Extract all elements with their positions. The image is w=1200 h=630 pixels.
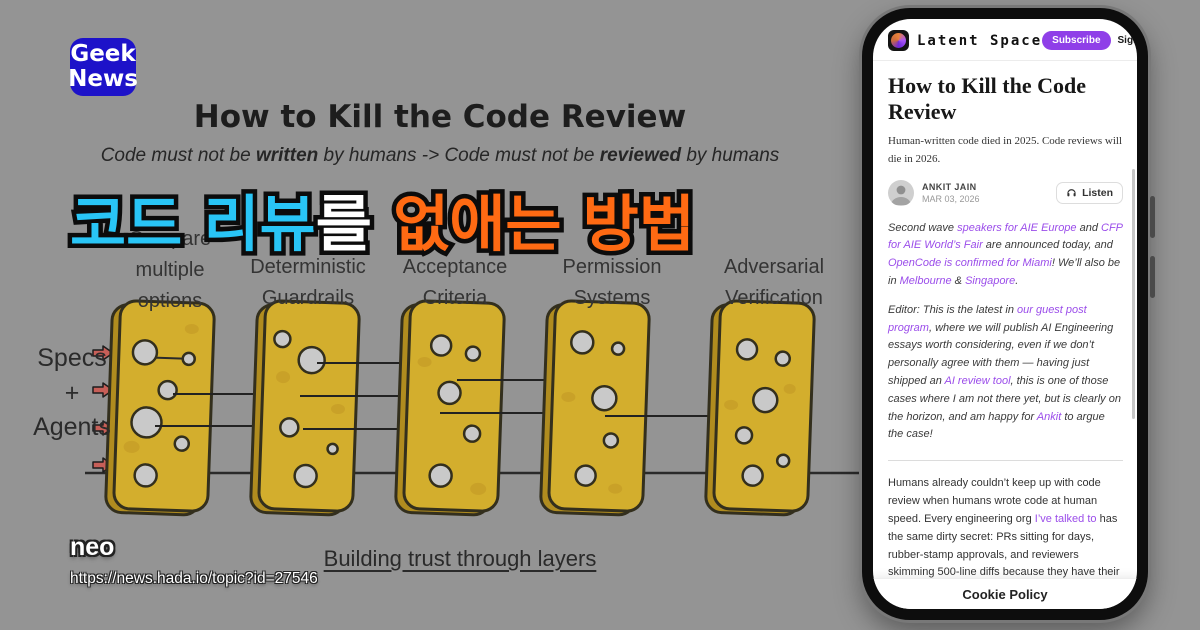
side-label-line: Agents xyxy=(33,413,111,441)
column-label-4: Permission Systems xyxy=(522,252,702,314)
column-label-2: Deterministic Guardrails xyxy=(218,252,398,314)
text-run: by humans -> Code must not be xyxy=(318,145,600,166)
inline-link[interactable]: AI review tool xyxy=(944,375,1011,388)
author-name: ANKIT JAIN xyxy=(922,181,977,192)
scrollbar[interactable] xyxy=(1132,169,1135,419)
geeknews-logo-line2: News xyxy=(68,66,138,92)
column-label-line: Acceptance xyxy=(402,256,508,278)
inline-link[interactable]: speakers for AIE Europe xyxy=(957,221,1077,234)
byline-meta: ANKIT JAIN MAR 03, 2026 xyxy=(922,182,980,204)
article-subtitle: Human-written code died in 2025. Code re… xyxy=(888,134,1123,165)
cookie-policy-link[interactable]: Cookie Policy xyxy=(873,578,1137,609)
diagram-subtitle: Code must not be written by humans -> Co… xyxy=(0,145,880,167)
column-label-line: Adversarial xyxy=(723,256,825,278)
credit-author: neo xyxy=(70,533,115,561)
side-label-specs-agents: Specs + Agents xyxy=(14,341,130,445)
geeknews-logo: Geek News xyxy=(68,38,138,96)
text-run: to argue the case! xyxy=(888,410,1105,441)
column-label-line: options xyxy=(137,290,203,312)
inline-link[interactable]: I’ve talked to xyxy=(1034,512,1097,525)
substack-header: Latent Space Subscribe Sign in xyxy=(873,19,1137,61)
credit-url[interactable]: https://news.hada.io/topic?id=27546 xyxy=(70,570,318,587)
column-label-1: Compare multiple options xyxy=(80,224,260,317)
logo-swirl-icon xyxy=(891,33,906,48)
phone-side-button xyxy=(1150,196,1155,238)
cheese-slice xyxy=(539,299,651,517)
flow-arrows-2 xyxy=(300,355,424,437)
column-label-5: Adversarial Verification xyxy=(684,252,864,314)
text-run: ! We’ll also be in xyxy=(888,257,1121,287)
cheese-diagram-svg xyxy=(85,299,860,517)
column-label-line: Systems xyxy=(573,287,651,309)
text-run: Editor: This is the latest in xyxy=(888,303,1017,316)
column-label-3: Acceptance Criteria xyxy=(365,252,545,314)
author-avatar[interactable] xyxy=(888,179,914,206)
korean-overlay-title: 코드 리뷰를 없애는 방법 xyxy=(66,174,700,265)
text-run: & xyxy=(951,274,966,287)
column-label-line: multiple xyxy=(135,259,205,281)
column-label-line: Compare xyxy=(128,228,212,250)
brand-title[interactable]: Latent Space xyxy=(917,32,1043,49)
cheese-slice xyxy=(394,299,506,517)
headphones-icon xyxy=(1067,189,1076,197)
column-label-line: Guardrails xyxy=(261,287,355,309)
inline-link[interactable]: Singapore xyxy=(965,274,1016,287)
signin-link[interactable]: Sign in xyxy=(1117,35,1137,46)
phone-side-button xyxy=(1150,256,1155,298)
listen-button[interactable]: Listen xyxy=(1056,181,1123,204)
column-label-line: Deterministic xyxy=(250,256,366,278)
latent-space-logo-icon[interactable] xyxy=(888,30,909,51)
text-run: , where we will publish AI Engineering e… xyxy=(888,321,1114,388)
editor-paragraph: Editor: This is the latest in our guest … xyxy=(888,302,1123,445)
subscribe-button[interactable]: Subscribe xyxy=(1042,31,1111,50)
diagram-title: How to Kill the Code Review xyxy=(193,99,687,135)
column-label-line: Permission xyxy=(562,256,662,278)
text-run: are announced today, and xyxy=(982,239,1113,252)
listen-label: Listen xyxy=(1082,186,1113,199)
column-label-line: Verification xyxy=(725,287,823,309)
text-run: by humans xyxy=(681,145,780,166)
publish-date: MAR 03, 2026 xyxy=(922,193,980,204)
cheese-slice xyxy=(104,299,216,517)
text-run: 코드 리뷰 xyxy=(66,185,321,265)
phone-screen: Latent Space Subscribe Sign in How to Ki… xyxy=(873,19,1137,609)
text-run: Humans already couldn’t keep up with cod… xyxy=(888,477,1101,525)
section-divider xyxy=(888,460,1123,462)
inline-link[interactable]: CFP for AIE World’s Fair xyxy=(888,221,1123,252)
text-run: 없애는 방법 xyxy=(371,185,700,265)
inline-link[interactable]: OpenCode is confirmed for Miami xyxy=(888,257,1052,270)
text-run: 를 xyxy=(311,185,376,265)
flow-arrows-1 xyxy=(155,386,279,434)
article-title: How to Kill the Code Review xyxy=(888,73,1086,124)
body-paragraph-1: Humans already couldn’t keep up with cod… xyxy=(888,475,1123,600)
announce-paragraph: Second wave speakers for AIE Europe and … xyxy=(888,220,1123,291)
article-body: How to Kill the Code Review Human-writte… xyxy=(873,61,1137,609)
byline: ANKIT JAIN MAR 03, 2026 Listen xyxy=(888,179,1123,206)
side-label-line: Specs xyxy=(37,344,107,372)
geeknews-logo-line1: Geek xyxy=(70,41,136,68)
text-run: . xyxy=(1015,274,1019,287)
text-run: , this is one of those cases where I am … xyxy=(888,375,1121,423)
cheese-slice xyxy=(249,299,361,517)
inline-link[interactable]: Ankit xyxy=(1036,410,1062,423)
text-run: written xyxy=(255,145,319,166)
diagram-caption: Building trust through layers xyxy=(323,546,597,571)
text-run: and xyxy=(1076,221,1102,234)
column-label-line: Criteria xyxy=(422,287,488,309)
phone-mockup: Latent Space Subscribe Sign in How to Ki… xyxy=(862,8,1155,620)
flow-arrows-3 xyxy=(440,372,564,421)
inline-link[interactable]: Melbourne xyxy=(899,274,952,287)
text-run: Code must not be xyxy=(100,145,256,166)
text-run: Second wave xyxy=(888,221,958,234)
side-label-line: + xyxy=(64,378,80,407)
cheese-slice xyxy=(704,299,816,517)
text-run: reviewed xyxy=(599,145,682,166)
inline-link[interactable]: our guest post program xyxy=(888,303,1087,334)
cheese-diagram xyxy=(85,298,860,533)
